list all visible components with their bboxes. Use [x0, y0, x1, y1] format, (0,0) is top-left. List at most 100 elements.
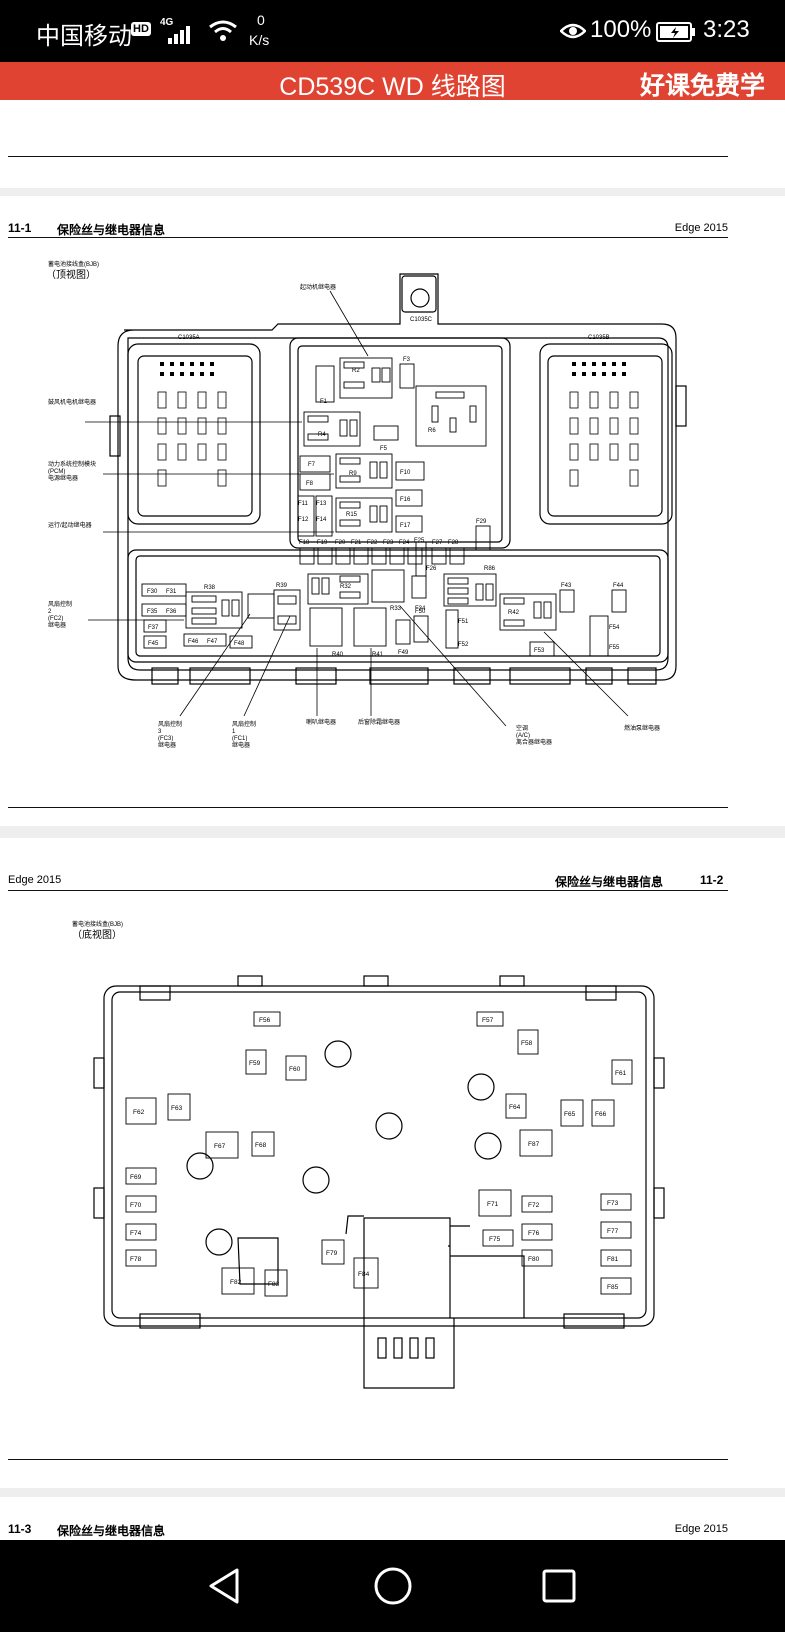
component-label: F51 — [458, 619, 469, 625]
section-title: 保险丝与继电器信息 — [57, 223, 166, 237]
back-icon[interactable] — [206, 1566, 242, 1611]
callout-fuel-pump-relay: 燃油泵继电器 — [624, 724, 660, 732]
component-label: R6 — [428, 428, 436, 434]
fuse-f59 — [245, 1049, 267, 1075]
component-label: F72 — [528, 1202, 540, 1209]
component-label: F87 — [528, 1141, 540, 1148]
component-label: F49 — [398, 650, 409, 656]
component-label: R86 — [484, 566, 496, 572]
component-label: F46 — [188, 639, 199, 645]
component-label: F48 — [234, 641, 245, 647]
connector-c1035b-label: C1035B — [588, 335, 610, 341]
relay-r39-pins — [247, 593, 275, 619]
component-label: F25 — [414, 538, 425, 544]
fuse-f13-f14 — [315, 495, 333, 537]
component-label: F85 — [607, 1284, 619, 1291]
molded-pocket — [237, 1237, 279, 1285]
connector-c1035c — [401, 275, 437, 313]
component-label: F66 — [595, 1111, 607, 1118]
housing-outline — [103, 985, 655, 1327]
relay-r39 — [273, 589, 301, 631]
component-label: R39 — [276, 583, 288, 589]
component-label: F75 — [489, 1236, 501, 1243]
header-rule — [8, 890, 728, 891]
fuse-f29 — [475, 525, 491, 551]
component-label: F21 — [351, 540, 362, 546]
housing-outline — [117, 273, 677, 681]
component-label: F57 — [482, 1017, 494, 1024]
fuse-f46-f47 — [183, 633, 227, 647]
fuse-f62 — [125, 1097, 157, 1125]
model-label: Edge 2015 — [674, 222, 728, 234]
component-label: 风扇控制 — [158, 720, 182, 728]
footer-rule — [8, 1459, 728, 1460]
fuse-f63 — [167, 1093, 191, 1121]
fuse-f70 — [125, 1195, 157, 1213]
component-label: F80 — [528, 1256, 540, 1263]
callout-fan2-relay: 继电器 — [48, 621, 66, 629]
fuse-f76 — [521, 1223, 553, 1241]
fuse-f30-f31 — [141, 583, 187, 597]
component-label: 风扇控制 — [232, 720, 256, 728]
relay-r9 — [335, 453, 393, 489]
model-label: Edge 2015 — [674, 1523, 728, 1535]
component-label: F62 — [133, 1109, 145, 1116]
component-label: F65 — [564, 1111, 576, 1118]
fuse-f1 — [315, 365, 335, 403]
battery-icon — [656, 21, 696, 48]
home-icon[interactable] — [373, 1566, 413, 1611]
component-label: F60 — [289, 1066, 301, 1073]
component-label: F16 — [400, 497, 411, 503]
clock: 3:23 — [703, 16, 750, 43]
component-label: F45 — [148, 641, 159, 647]
callout-blower-relay: 鼓风机电机继电器 — [48, 398, 96, 406]
component-label: F76 — [528, 1230, 540, 1237]
box-view: （顶视图） — [46, 268, 96, 281]
component-label: F83 — [268, 1281, 280, 1288]
relay-r2 — [339, 357, 393, 399]
section-title: 保险丝与继电器信息 — [57, 1524, 166, 1538]
fuse-f80 — [521, 1249, 553, 1267]
component-label: 动力系统控制模块 — [48, 460, 96, 468]
fuse-f56 — [253, 1011, 281, 1027]
component-label: F56 — [259, 1017, 271, 1024]
page-number: 11-1 — [8, 221, 32, 235]
component-label: F70 — [130, 1202, 142, 1209]
component-label: F67 — [214, 1143, 226, 1150]
fuse-f11-f12 — [297, 495, 315, 537]
relay-r4 — [303, 411, 361, 447]
component-label: F11 — [298, 501, 309, 507]
component-label: R38 — [204, 585, 216, 591]
component-label: (FC2) — [48, 616, 63, 622]
component-label: F47 — [207, 639, 218, 645]
component-label: F34 — [415, 606, 426, 612]
component-label: (FC3) — [158, 736, 173, 742]
component-label: R42 — [508, 610, 520, 616]
fuse-f57 — [476, 1011, 504, 1027]
fuse-f26 — [415, 541, 427, 577]
recents-icon[interactable] — [541, 1568, 577, 1609]
box-title: 蓄电池接线盒(BJB) — [72, 920, 123, 928]
carrier-label: 中国移动 — [36, 23, 132, 50]
fuse-f68 — [251, 1131, 275, 1157]
relay-r40 — [309, 607, 343, 647]
component-label: F64 — [509, 1104, 521, 1111]
component-label: R32 — [340, 584, 352, 590]
fuse-f16 — [395, 489, 423, 507]
component-label: F26 — [426, 566, 437, 572]
page-previous — [0, 100, 785, 188]
fuse-f48 — [229, 635, 253, 649]
fuse-f67 — [205, 1131, 239, 1159]
page-11-1: 11-1 保险丝与继电器信息 Edge 2015 蓄电池接线盒(BJB) （顶视… — [0, 196, 785, 826]
relay-r15 — [335, 497, 393, 533]
bottom-connector — [363, 1318, 455, 1389]
fuse-f58 — [517, 1029, 539, 1055]
brand-label[interactable]: 好课免费学 — [639, 72, 765, 100]
fuse-f34 — [411, 575, 427, 599]
callout-fan1-relay: 继电器 — [232, 741, 250, 749]
relay-r41 — [353, 607, 387, 647]
status-bar: 中国移动 HD 4G 0 K/s 100% 3:23 — [0, 0, 785, 62]
fuse-f50 — [413, 615, 429, 643]
component-label: F78 — [130, 1256, 142, 1263]
component-label: 3 — [158, 729, 162, 735]
